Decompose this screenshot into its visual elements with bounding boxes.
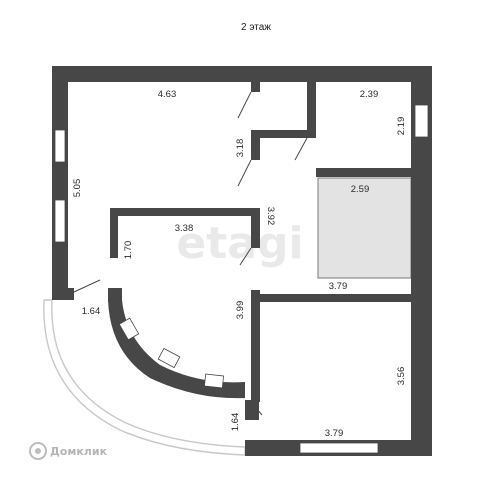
dim-bottom-width: 3.79 [325,428,344,439]
bay-wall [108,300,245,399]
balcony-outline [43,299,246,456]
window-left-2 [54,199,66,243]
bay-windows [118,317,225,389]
brand-logo: Домклик [29,442,108,460]
dimension-labels: 4.63 2.39 2.19 3.18 5.05 3.38 1.70 3.92 … [72,89,407,439]
dim-stair-width: 2.59 [351,184,370,195]
dim-top-right-width: 2.39 [360,89,379,100]
dim-closet-height: 3.18 [235,139,246,158]
window-right [414,104,429,138]
dim-corridor-height: 3.92 [265,207,276,226]
dim-balcony-height: 1.64 [230,413,241,432]
window-left-1 [54,129,66,163]
window-bottom [299,442,379,454]
stair-area [317,177,412,279]
dim-mid-room-height: 1.70 [123,241,134,260]
watermark: etagi [176,218,303,269]
floor-title: 2 этаж [241,22,271,33]
brand-icon [29,442,47,460]
windows [54,104,429,454]
brand-name: Домклик [50,445,108,458]
dim-bottom-right-height: 3.56 [396,367,407,386]
dim-corridor-lower-height: 3.99 [235,301,246,320]
dim-top-right-height: 2.19 [396,117,407,136]
interior-walls [110,82,411,402]
dim-left-height: 5.05 [72,179,83,198]
dim-top-left-width: 4.63 [158,89,177,100]
dim-mid-room-width: 3.38 [175,223,194,234]
doors [73,91,308,416]
dim-stair-bottom: 3.79 [329,281,348,292]
dim-balcony-width: 1.64 [82,306,101,317]
